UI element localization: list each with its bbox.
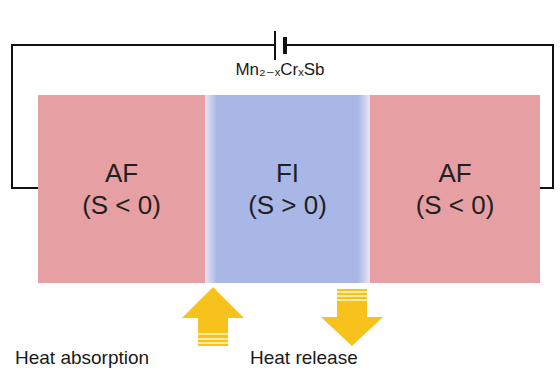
fi-region: FI(S > 0) xyxy=(205,95,370,283)
heat-label: Heat absorption xyxy=(15,347,149,369)
battery-long-plate xyxy=(274,31,276,60)
af-region: AF(S < 0) xyxy=(38,95,205,283)
sign-note: (S > 0) xyxy=(248,189,327,221)
phase-name: AF xyxy=(438,157,471,189)
battery-short-plate xyxy=(283,37,287,54)
phase-name: FI xyxy=(276,157,299,189)
material-label: Mn₂₋ₓCrₓSb xyxy=(235,59,324,80)
heat-release-arrow xyxy=(321,289,383,346)
sign-note: (S < 0) xyxy=(416,189,495,221)
sign-note: (S < 0) xyxy=(82,189,161,221)
heat-absorption-arrow xyxy=(182,287,244,346)
phase-name: AF xyxy=(105,157,138,189)
heat-label: Heat release xyxy=(250,347,358,369)
af-region: AF(S < 0) xyxy=(370,95,540,283)
